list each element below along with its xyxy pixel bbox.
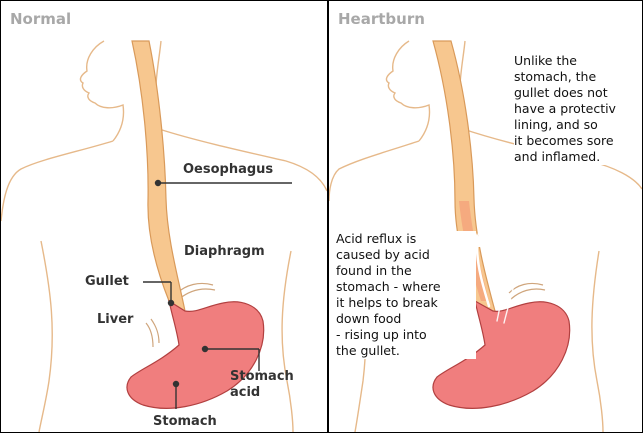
normal-panel: Normal [1,1,327,432]
diaphragm-label: Diaphragm [184,244,265,260]
gullet-label: Gullet [85,274,129,290]
liver-label: Liver [97,312,133,328]
gullet-shape [132,41,185,313]
stomach-label: Stomach [153,414,217,430]
stomach-acid-label: Stomach acid [230,369,294,401]
heartburn-panel: Heartburn [329,1,642,432]
normal-anatomy-illustration [1,1,327,432]
oesophagus-label: Oesophagus [183,162,273,178]
gullet-inflammation-note: Unlike the stomach, the gullet does not … [514,53,642,165]
acid-reflux-note: Acid reflux is caused by acid found in t… [336,231,476,359]
